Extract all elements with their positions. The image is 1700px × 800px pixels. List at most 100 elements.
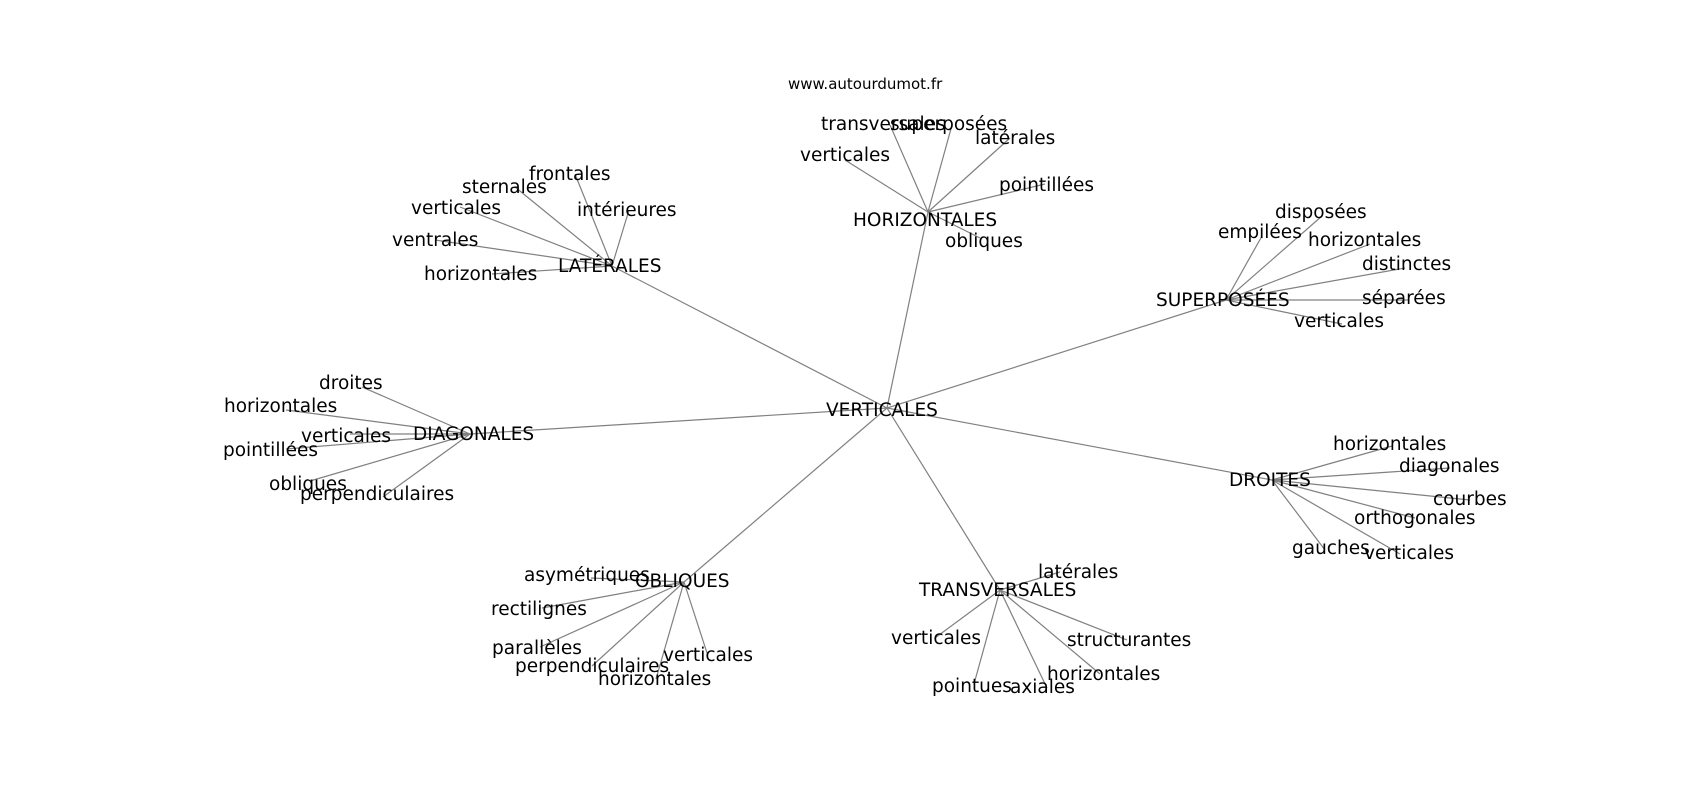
- leaf-transversales-4[interactable]: pointues: [932, 676, 1012, 697]
- edge-diagonales-0: [361, 386, 471, 435]
- leaf-diagonales-3[interactable]: pointillées: [223, 440, 318, 461]
- leaf-transversales-0[interactable]: latérales: [1038, 562, 1118, 583]
- leaf-diagonales-1[interactable]: horizontales: [224, 396, 337, 417]
- leaf-droites-3[interactable]: orthogonales: [1354, 508, 1476, 529]
- edge-droites-3: [1271, 479, 1416, 519]
- edge-obliques-3: [591, 581, 685, 667]
- leaf-laterales-1[interactable]: sternales: [462, 177, 547, 198]
- edge-superposees-0: [1225, 215, 1323, 301]
- leaf-transversales-5[interactable]: axiales: [1010, 677, 1075, 698]
- edge-superposees-5: [1225, 299, 1343, 325]
- leaf-laterales-5[interactable]: horizontales: [424, 264, 537, 285]
- edge-center-obliques: [683, 407, 888, 583]
- edge-diagonales-1: [285, 409, 471, 435]
- leaf-obliques-5[interactable]: horizontales: [598, 669, 711, 690]
- edge-center-laterales: [611, 265, 888, 409]
- leaf-laterales-3[interactable]: intérieures: [577, 200, 677, 221]
- leaf-laterales-2[interactable]: verticales: [411, 198, 501, 219]
- node-diagonales[interactable]: DIAGONALES: [413, 424, 534, 445]
- edge-droites-1: [1271, 467, 1451, 481]
- edge-transversales-5: [999, 589, 1048, 689]
- leaf-horizontales-3[interactable]: verticales: [800, 145, 890, 166]
- leaf-diagonales-2[interactable]: verticales: [301, 426, 391, 447]
- leaf-diagonales-5[interactable]: perpendiculaires: [300, 484, 454, 505]
- edge-laterales-5: [491, 265, 613, 275]
- edge-transversales-0: [999, 571, 1061, 591]
- edge-diagonales-5: [382, 433, 471, 498]
- edge-droites-4: [1271, 479, 1326, 551]
- leaf-transversales-2[interactable]: structurantes: [1067, 630, 1191, 651]
- site-url: www.autourdumot.fr: [788, 75, 943, 93]
- edge-center-superposees: [886, 299, 1227, 409]
- edge-laterales-2: [459, 206, 613, 267]
- edge-laterales-4: [434, 239, 613, 267]
- edge-diagonales-3: [285, 433, 471, 450]
- edge-horizontales-2: [927, 137, 1011, 213]
- edge-horizontales-5: [927, 211, 981, 239]
- edge-superposees-1: [1225, 235, 1263, 301]
- graph-labels: VERTICALES HORIZONTALES transversalessupe…: [223, 114, 1507, 698]
- edge-horizontales-0: [889, 124, 929, 213]
- edge-laterales-1: [514, 186, 613, 267]
- edge-droites-2: [1271, 479, 1471, 501]
- edge-diagonales-4: [309, 433, 471, 482]
- edge-center-droites: [886, 407, 1273, 481]
- edge-superposees-2: [1225, 243, 1371, 301]
- edge-horizontales-4: [927, 183, 1046, 213]
- edge-droites-5: [1271, 479, 1401, 555]
- node-superposees[interactable]: SUPERPOSÉES: [1156, 289, 1290, 311]
- leaf-droites-4[interactable]: gauches: [1292, 538, 1370, 559]
- edge-center-transversales: [886, 407, 1001, 591]
- leaf-superposees-5[interactable]: verticales: [1294, 311, 1384, 332]
- node-laterales[interactable]: LATÉRALES: [558, 255, 661, 277]
- leaf-horizontales-0[interactable]: transversales: [821, 114, 946, 135]
- leaf-diagonales-0[interactable]: droites: [319, 373, 383, 394]
- edge-center-diagonales: [469, 407, 888, 435]
- edge-obliques-2: [539, 581, 685, 648]
- node-obliques[interactable]: OBLIQUES: [635, 571, 730, 592]
- edge-center-horizontales: [886, 211, 929, 409]
- leaf-horizontales-2[interactable]: latérales: [975, 128, 1055, 149]
- leaf-superposees-1[interactable]: empilées: [1218, 222, 1302, 243]
- edge-obliques-4: [683, 581, 708, 654]
- node-horizontales[interactable]: HORIZONTALES: [853, 210, 997, 231]
- edge-horizontales-3: [844, 159, 929, 213]
- edge-horizontales-1: [927, 124, 953, 213]
- edge-superposees-3: [1225, 267, 1406, 301]
- edge-laterales-3: [611, 209, 630, 267]
- graph-edges: [285, 124, 1471, 689]
- leaf-transversales-3[interactable]: horizontales: [1047, 664, 1160, 685]
- leaf-diagonales-4[interactable]: obliques: [269, 474, 347, 495]
- center-node[interactable]: VERTICALES: [826, 400, 938, 421]
- edge-droites-0: [1271, 445, 1393, 481]
- leaf-superposees-2[interactable]: horizontales: [1308, 230, 1421, 251]
- leaf-superposees-4[interactable]: séparées: [1362, 288, 1446, 309]
- node-droites[interactable]: DROITES: [1229, 470, 1311, 491]
- edge-transversales-1: [934, 589, 1001, 639]
- edge-transversales-2: [999, 589, 1128, 641]
- leaf-droites-0[interactable]: horizontales: [1333, 434, 1446, 455]
- leaf-transversales-1[interactable]: verticales: [891, 628, 981, 649]
- leaf-obliques-0[interactable]: asymétriques: [524, 565, 650, 586]
- edge-transversales-4: [973, 589, 1001, 685]
- leaf-horizontales-4[interactable]: pointillées: [999, 175, 1094, 196]
- leaf-droites-5[interactable]: verticales: [1364, 543, 1454, 564]
- leaf-droites-1[interactable]: diagonales: [1399, 456, 1500, 477]
- leaf-superposees-3[interactable]: distinctes: [1362, 254, 1451, 275]
- leaf-obliques-2[interactable]: parallèles: [492, 638, 582, 659]
- leaf-horizontales-5[interactable]: obliques: [945, 231, 1023, 252]
- edge-obliques-1: [541, 581, 685, 609]
- leaf-obliques-1[interactable]: rectilignes: [491, 599, 587, 620]
- leaf-horizontales-1[interactable]: superposées: [890, 114, 1007, 135]
- node-transversales[interactable]: TRANSVERSALES: [918, 580, 1076, 601]
- leaf-obliques-3[interactable]: perpendiculaires: [515, 656, 669, 677]
- edge-obliques-0: [590, 577, 685, 583]
- edge-transversales-3: [999, 589, 1101, 675]
- leaf-laterales-0[interactable]: frontales: [529, 164, 611, 185]
- edge-obliques-5: [655, 581, 685, 680]
- leaf-superposees-0[interactable]: disposées: [1275, 202, 1367, 223]
- leaf-obliques-4[interactable]: verticales: [663, 645, 753, 666]
- leaf-laterales-4[interactable]: ventrales: [392, 230, 478, 251]
- leaf-droites-2[interactable]: courbes: [1433, 489, 1507, 510]
